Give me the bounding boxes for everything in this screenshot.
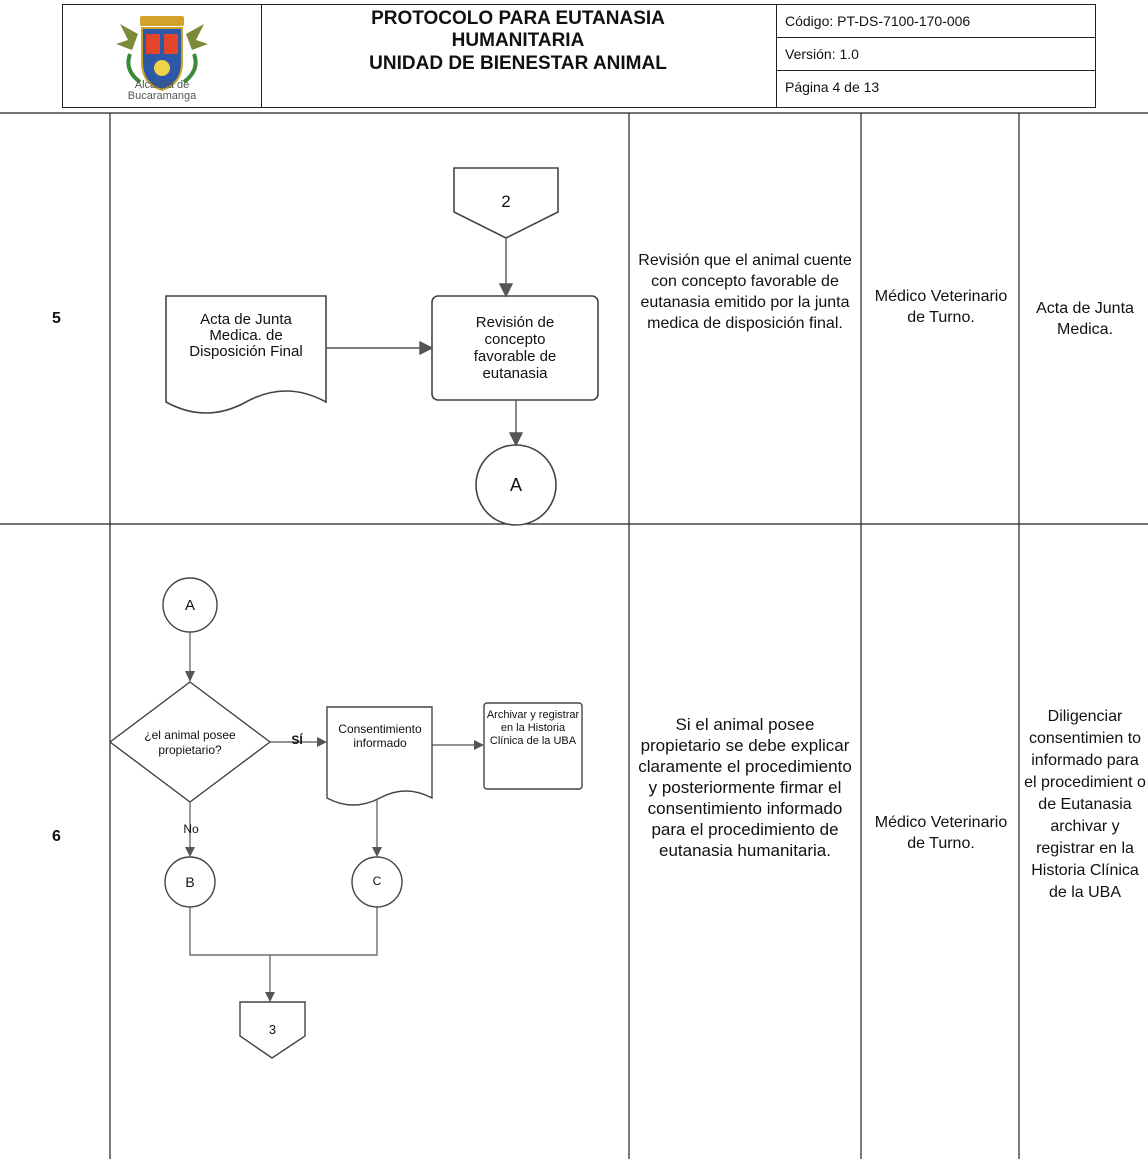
step-6-record: Diligenciar consentimien to informado pa…: [1024, 708, 1146, 901]
logo-caption-line-2: Bucaramanga: [127, 90, 197, 102]
connector-2-label: 2: [501, 192, 511, 211]
connector-b-label: B: [185, 874, 195, 890]
step-5-description: Revisión que el animal cuente con concep…: [638, 252, 852, 332]
process-label: Revisión de concepto favorable de eutana…: [473, 314, 557, 382]
title-line-2: HUMANITARIA: [451, 30, 585, 51]
document-label: Acta de Junta Medica. de Disposición Fin…: [189, 311, 303, 360]
yes-label: SÍ: [291, 733, 303, 747]
row-number: 5: [52, 310, 61, 327]
connector-c-label: C: [372, 874, 382, 888]
archive-label: Archivar y registrar en la Historia Clín…: [486, 709, 580, 747]
title-line-1: PROTOCOLO PARA EUTANASIA: [371, 8, 665, 29]
connector-3-label: 3: [268, 1022, 277, 1037]
no-label: No: [183, 822, 199, 836]
connector-a-start-label: A: [184, 597, 195, 614]
document-title: PROTOCOLO PARA EUTANASIA HUMANITARIA UNI…: [262, 8, 774, 75]
document-code: Código: PT-DS-7100-170-006: [776, 4, 1096, 38]
step-5-responsible: Médico Veterinario de Turno.: [874, 288, 1008, 326]
title-line-3: UNIDAD DE BIENESTAR ANIMAL: [369, 53, 667, 74]
logo-caption-line-1: Alcaldía de: [134, 79, 190, 91]
decision-label: ¿el animal posee propietario?: [144, 728, 236, 757]
logo: Alcaldía de Bucaramanga: [100, 10, 224, 106]
row-number: 6: [52, 828, 61, 845]
document-page: Página 4 de 13: [776, 70, 1096, 108]
coat-of-arms-icon: [116, 16, 208, 92]
consent-label: Consentimiento informado: [338, 722, 422, 750]
document-version: Versión: 1.0: [776, 37, 1096, 71]
connector-a-label: A: [509, 475, 522, 495]
step-6-description: Si el animal posee propietario se debe e…: [638, 715, 852, 860]
step-5-record: Acta de Junta Medica.: [1036, 300, 1134, 338]
step-6-responsible: Médico Veterinario de Turno.: [874, 814, 1008, 852]
